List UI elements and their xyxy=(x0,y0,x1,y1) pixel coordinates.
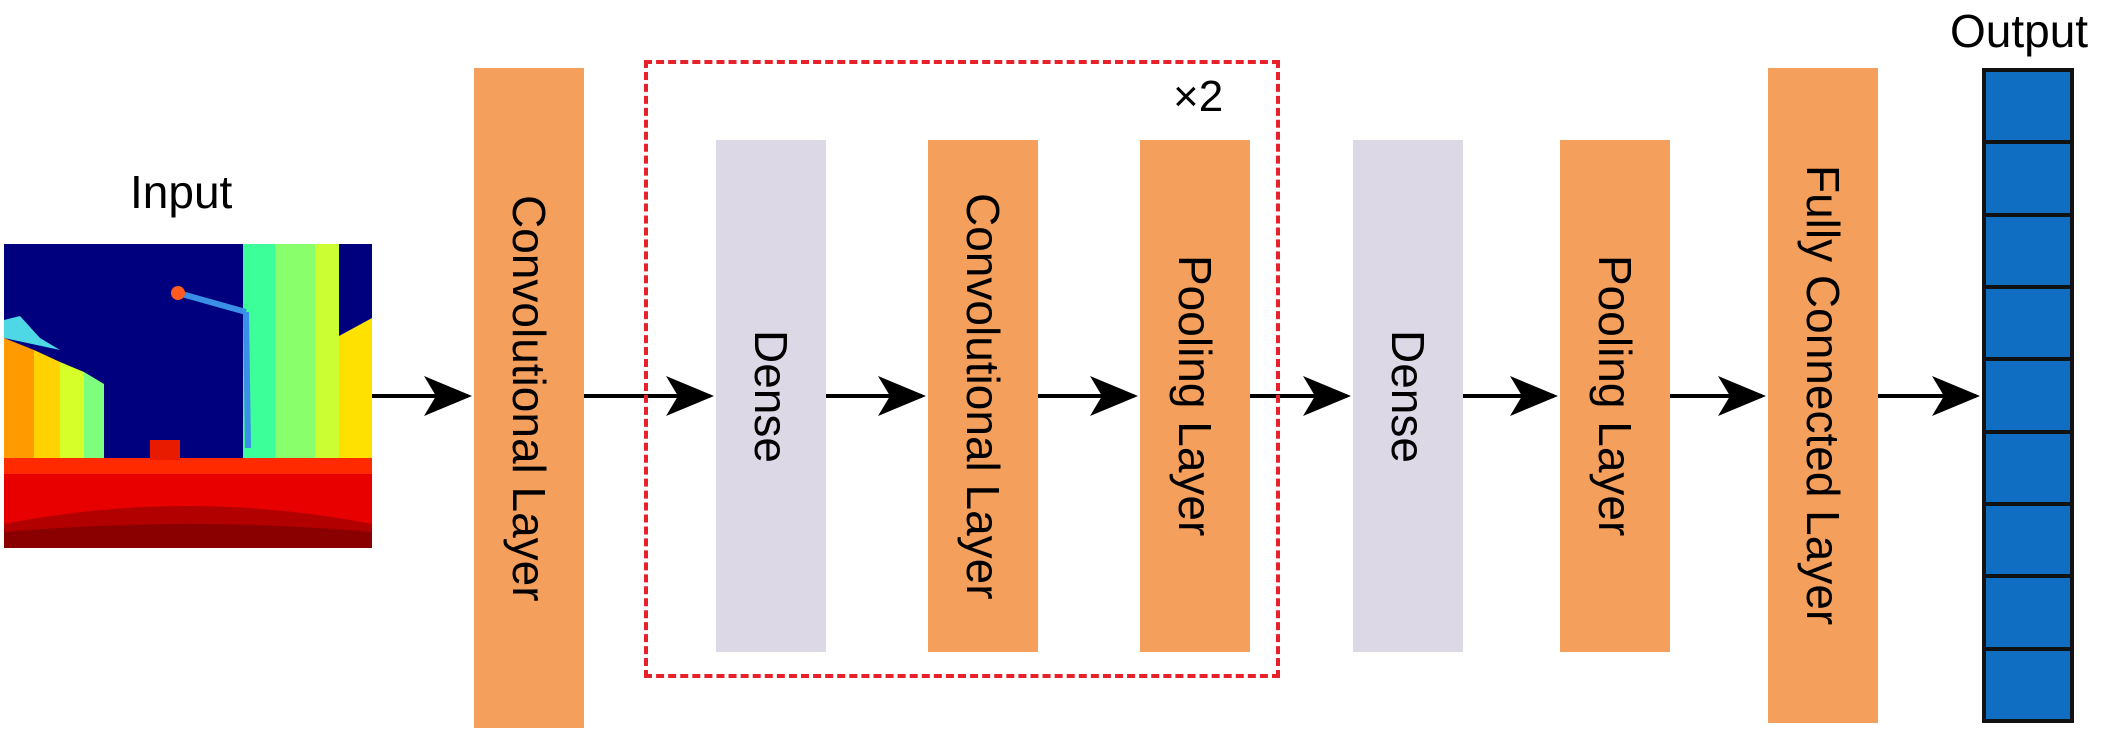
input-image xyxy=(4,244,372,548)
block-label: Convolutional Layer xyxy=(957,192,1009,600)
block-label: Pooling Layer xyxy=(1589,255,1641,537)
block-convolutional-layer-2: Convolutional Layer xyxy=(928,140,1038,652)
output-cell xyxy=(1986,433,2070,506)
block-label: Pooling Layer xyxy=(1169,255,1221,537)
block-label: Fully Connected Layer xyxy=(1797,165,1849,626)
output-cell xyxy=(1986,578,2070,651)
input-label: Input xyxy=(130,166,233,218)
output-cell xyxy=(1986,216,2070,289)
repeat-group-box xyxy=(644,60,1280,678)
block-pooling-layer-1: Pooling Layer xyxy=(1140,140,1250,652)
output-cell xyxy=(1986,288,2070,362)
block-label: Convolutional Layer xyxy=(503,194,555,602)
repeat-count-label: ×2 xyxy=(1173,72,1224,121)
block-dense-2: Dense xyxy=(1353,140,1463,652)
block-label: Dense xyxy=(1382,329,1434,463)
block-convolutional-layer-1: Convolutional Layer xyxy=(474,68,584,728)
block-fully-connected-layer: Fully Connected Layer xyxy=(1768,68,1878,723)
block-pooling-layer-2: Pooling Layer xyxy=(1560,140,1670,652)
output-cell xyxy=(1986,361,2070,434)
output-cell xyxy=(1986,505,2070,579)
output-cell xyxy=(1986,650,2070,719)
output-cell xyxy=(1986,144,2070,217)
output-vector xyxy=(1982,68,2074,723)
block-label: Dense xyxy=(745,329,797,463)
block-dense-1: Dense xyxy=(716,140,826,652)
output-label: Output xyxy=(1950,5,2089,57)
output-cell xyxy=(1986,72,2070,145)
